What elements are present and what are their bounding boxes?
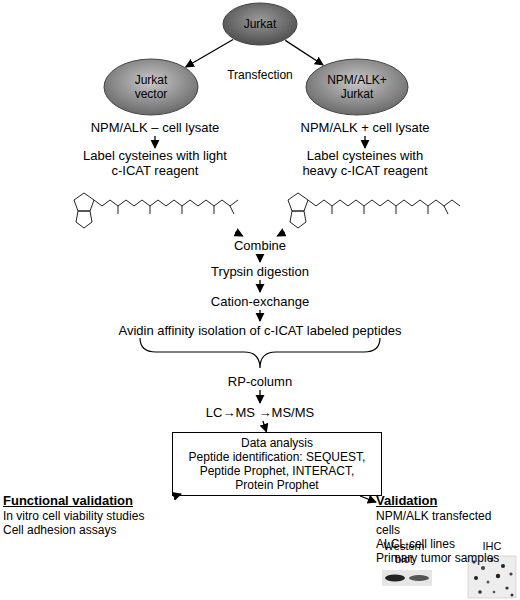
flow-arrow [259, 254, 260, 262]
node-text: NPM/ALK + cell lysate [301, 120, 430, 135]
node-text: ALCL cell lines [376, 537, 455, 551]
validation-block: ValidationNPM/ALK transfected cellsALCL … [376, 494, 518, 565]
brace [140, 338, 380, 368]
node-text: NPM/ALK+ Jurkat [321, 73, 393, 101]
flow-arrow [259, 310, 260, 321]
flow-arrow [154, 136, 155, 148]
node-text: Data analysis [241, 436, 313, 450]
node-text: Validation [376, 494, 437, 508]
node-text: Functional validation [3, 494, 133, 508]
node-text: Combine [234, 238, 286, 253]
node-text: LC→MS →MS/MS [206, 405, 314, 420]
node-text: Label cysteines with light c-ICAT reagen… [80, 148, 230, 178]
flow-arrow [186, 40, 233, 68]
node-text: Cation-exchange [211, 294, 309, 309]
node-text: Jurkat vector [121, 73, 181, 101]
flow-arrow [263, 421, 267, 432]
step-text: Label cysteines with heavy c-ICAT reagen… [280, 148, 450, 232]
node-text: Trypsin digestion [211, 264, 309, 279]
chemical-structure [288, 193, 460, 228]
node-text: Primary tumor samples [376, 551, 499, 565]
cell-ellipse: Jurkat [222, 2, 298, 46]
node-text: Label cysteines with heavy c-ICAT reagen… [290, 148, 440, 178]
node-text: NPM/ALK – cell lysate [91, 120, 220, 135]
flow-arrow [235, 232, 243, 236]
step-text: Avidin affinity isolation of c-ICAT labe… [80, 321, 440, 339]
step-text: Cation-exchange [195, 292, 325, 310]
flow-arrow [259, 390, 260, 403]
node-text: Avidin affinity isolation of c-ICAT labe… [118, 323, 401, 338]
flow-arrow [285, 40, 323, 65]
node-text: Jurkat [244, 17, 277, 31]
node-text: In vitro cell viability studies [3, 509, 144, 523]
western-blot-image [382, 570, 432, 586]
step-text: NPM/ALK – cell lysate [75, 119, 235, 136]
step-text: LC→MS →MS/MS [190, 403, 330, 421]
process-box: Data analysisPeptide identification: SEQ… [172, 432, 382, 496]
node-text: Cell adhesion assays [3, 523, 116, 537]
step-text: RP-column [210, 372, 310, 390]
flow-arrow [259, 280, 260, 292]
node-text: Peptide identification: SEQUEST, Peptide… [179, 450, 375, 492]
node-text: NPM/ALK transfected cells [376, 509, 518, 537]
flow-arrow [360, 496, 376, 502]
node-text: RP-column [228, 374, 292, 389]
validation-block: Functional validationIn vitro cell viabi… [3, 494, 193, 546]
cell-ellipse: Jurkat vector [103, 58, 199, 116]
chemical-structure [74, 193, 238, 228]
flow-arrow [364, 136, 365, 148]
flow-arrow [277, 232, 285, 236]
step-text: Combine [226, 236, 294, 254]
step-text: Label cysteines with light c-ICAT reagen… [70, 148, 240, 232]
cell-ellipse: NPM/ALK+ Jurkat [305, 58, 409, 116]
step-text: NPM/ALK + cell lysate [285, 119, 445, 136]
label-text: Transfection [214, 68, 306, 82]
step-text: Trypsin digestion [190, 262, 330, 280]
